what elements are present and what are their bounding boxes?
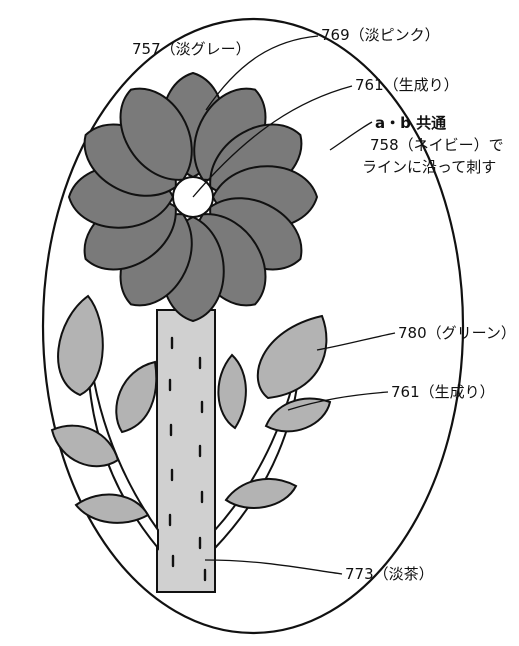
leader-outline — [329, 121, 373, 151]
label-outline-line3: ラインに沿って刺す — [362, 158, 496, 176]
label-outline-line2: 758（ネイビー）で — [370, 136, 504, 154]
label-center: 761（生成り） — [355, 76, 459, 94]
petal — [119, 87, 193, 181]
leader-stem — [204, 559, 343, 575]
leader-center — [192, 85, 353, 198]
label-branch: 761（生成り） — [391, 383, 495, 401]
label-outline-line1: a・b 共通 — [375, 114, 446, 132]
leaf-left-mid — [115, 360, 158, 434]
flower-petals — [67, 71, 319, 323]
leaf-left-big — [57, 294, 104, 397]
label-stem: 773（淡茶） — [345, 565, 434, 583]
leaf-right-low1 — [264, 397, 332, 433]
leader-petal-highlight — [205, 35, 319, 111]
leaf-left-low2 — [74, 493, 150, 524]
leaf-right-mid — [217, 353, 247, 430]
leaf-left-low1 — [50, 424, 120, 468]
leader-lines — [192, 35, 396, 575]
label-leaf: 780（グリーン） — [398, 324, 516, 342]
label-petal-base: 757（淡グレー） — [132, 40, 251, 58]
stem-body — [156, 309, 216, 593]
leaf-right-low2 — [224, 478, 298, 509]
label-petal-highlight: 769（淡ピンク） — [321, 26, 440, 44]
leaves — [50, 294, 332, 524]
leader-branch — [287, 391, 389, 411]
leaf-right-big — [256, 314, 328, 400]
stem — [156, 309, 216, 593]
stem-dashes — [168, 336, 207, 582]
leader-leaf — [316, 332, 396, 351]
